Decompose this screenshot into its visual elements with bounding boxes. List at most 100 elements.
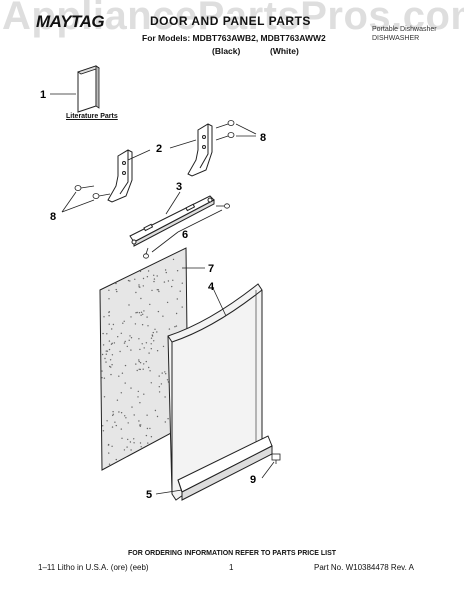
texture-dot bbox=[102, 425, 104, 427]
leader-8-left-a bbox=[61, 191, 77, 213]
texture-dot bbox=[129, 335, 131, 337]
texture-dot bbox=[156, 350, 159, 352]
texture-dot bbox=[129, 441, 132, 443]
texture-dot bbox=[171, 285, 173, 288]
texture-dot bbox=[107, 444, 110, 446]
texture-dot bbox=[181, 282, 183, 284]
insulation-panel bbox=[99, 247, 189, 471]
texture-dot bbox=[103, 316, 105, 318]
texture-dot bbox=[157, 289, 160, 291]
texture-dot bbox=[161, 372, 163, 374]
leader-2a bbox=[127, 149, 151, 161]
texture-dot bbox=[112, 323, 115, 326]
screw-6-left bbox=[143, 247, 149, 259]
texture-dot bbox=[120, 428, 123, 430]
texture-dot bbox=[164, 421, 166, 423]
texture-dot bbox=[156, 415, 159, 418]
bottom-kick-bracket bbox=[177, 435, 273, 501]
texture-dot bbox=[175, 325, 178, 327]
texture-dot bbox=[136, 369, 138, 372]
texture-dot bbox=[121, 372, 124, 374]
texture-dot bbox=[146, 414, 148, 416]
texture-dot bbox=[141, 343, 143, 345]
leader-6b bbox=[151, 231, 179, 253]
callout-3: 3 bbox=[176, 181, 182, 193]
callout-8-upper: 8 bbox=[260, 132, 266, 144]
texture-dot bbox=[151, 289, 153, 292]
texture-dot bbox=[167, 280, 170, 282]
texture-dot bbox=[145, 342, 148, 344]
texture-dot bbox=[172, 258, 175, 261]
texture-dot bbox=[105, 350, 108, 352]
variant-black: (Black) bbox=[212, 46, 241, 56]
texture-dot bbox=[111, 445, 113, 447]
callout-2: 2 bbox=[156, 143, 162, 155]
texture-dot bbox=[129, 280, 131, 282]
callout-8-left: 8 bbox=[50, 211, 56, 223]
texture-dot bbox=[165, 373, 167, 375]
texture-dot bbox=[120, 412, 123, 414]
texture-dot bbox=[130, 349, 132, 351]
texture-dot bbox=[164, 396, 166, 398]
texture-dot bbox=[117, 336, 119, 338]
texture-dot bbox=[134, 278, 136, 280]
texture-dot bbox=[158, 391, 161, 393]
texture-dot bbox=[135, 312, 137, 314]
side-info: Portable Dishwasher DISHWASHER bbox=[372, 25, 437, 43]
callout-9: 9 bbox=[250, 474, 256, 486]
callout-6: 6 bbox=[182, 229, 188, 241]
texture-dot bbox=[146, 316, 148, 318]
models-line: For Models: MDBT763AWB2, MDBT763AWW2 bbox=[142, 33, 326, 43]
texture-dot bbox=[158, 290, 160, 293]
texture-dot bbox=[143, 363, 145, 365]
texture-dot bbox=[130, 316, 132, 318]
texture-dot bbox=[142, 368, 144, 370]
texture-dot bbox=[146, 276, 149, 278]
texture-dot bbox=[158, 386, 160, 388]
texture-dot bbox=[150, 348, 152, 350]
hinge-bracket-left bbox=[107, 149, 133, 203]
texture-dot bbox=[162, 345, 165, 348]
texture-dot bbox=[115, 282, 117, 285]
texture-dot bbox=[111, 364, 113, 366]
hinge-bracket-right bbox=[187, 123, 213, 177]
texture-dot bbox=[111, 342, 114, 344]
texture-dot bbox=[108, 340, 111, 342]
texture-dot bbox=[153, 340, 155, 342]
texture-dot bbox=[145, 434, 148, 437]
texture-dot bbox=[106, 420, 108, 422]
texture-dot bbox=[105, 361, 107, 363]
texture-dot bbox=[150, 436, 153, 438]
texture-dot bbox=[128, 339, 130, 341]
texture-dot bbox=[139, 425, 141, 427]
texture-dot bbox=[113, 342, 116, 344]
texture-dot bbox=[111, 328, 113, 330]
texture-dot bbox=[147, 325, 149, 327]
texture-dot bbox=[106, 350, 109, 352]
texture-dot bbox=[123, 320, 125, 322]
texture-dot bbox=[103, 377, 106, 379]
leader-8-left-b bbox=[61, 199, 95, 213]
texture-dot bbox=[139, 402, 141, 404]
texture-dot bbox=[137, 396, 139, 398]
texture-dot bbox=[124, 364, 127, 367]
texture-dot bbox=[140, 314, 142, 316]
texture-dot bbox=[108, 315, 110, 317]
texture-dot bbox=[101, 377, 103, 379]
texture-dot bbox=[153, 278, 156, 280]
texture-dot bbox=[138, 286, 140, 288]
texture-dot bbox=[138, 359, 140, 361]
texture-dot bbox=[123, 342, 126, 344]
texture-dot bbox=[154, 409, 157, 412]
texture-dot bbox=[109, 365, 111, 368]
texture-dot bbox=[135, 291, 137, 294]
texture-dot bbox=[156, 331, 158, 333]
callout-7: 7 bbox=[208, 263, 214, 275]
texture-dot bbox=[145, 360, 147, 363]
texture-dot bbox=[101, 353, 104, 356]
texture-dot bbox=[138, 284, 140, 286]
texture-dot bbox=[156, 275, 158, 277]
texture-dot bbox=[149, 427, 151, 430]
texture-dot bbox=[116, 399, 119, 401]
